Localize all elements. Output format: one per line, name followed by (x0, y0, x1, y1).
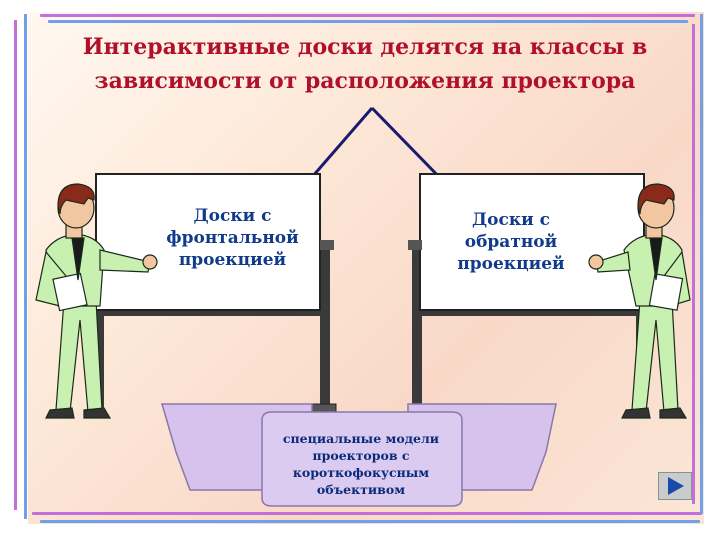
play-right-icon (668, 477, 684, 495)
presenter-right-figure (588, 183, 691, 419)
right-rule-2 (700, 14, 703, 514)
bottom-rule-2 (40, 520, 700, 523)
bottom-rule-1 (32, 512, 702, 515)
arrow-to-left-board (304, 107, 374, 185)
arrow-to-right-board (370, 106, 448, 186)
presenter-left-figure (35, 183, 158, 419)
top-rule-2 (48, 20, 688, 23)
top-rule-1 (40, 14, 695, 17)
branch-arrows (304, 106, 448, 186)
right-board-label: Доски с обратной проекцией (457, 210, 565, 274)
scroll-label: специальные модели проекторов с короткоф… (282, 431, 440, 497)
left-board-label: Доски с фронтальной проекцией (166, 206, 299, 270)
right-rule-1 (692, 24, 695, 504)
ribbon-banner (161, 403, 557, 507)
right-board (407, 173, 646, 417)
left-rule-1 (14, 20, 17, 510)
next-slide-button[interactable] (658, 472, 692, 500)
slide-title: Интерактивные доски делятся на классы в … (82, 34, 648, 94)
left-rule-2 (24, 14, 27, 519)
